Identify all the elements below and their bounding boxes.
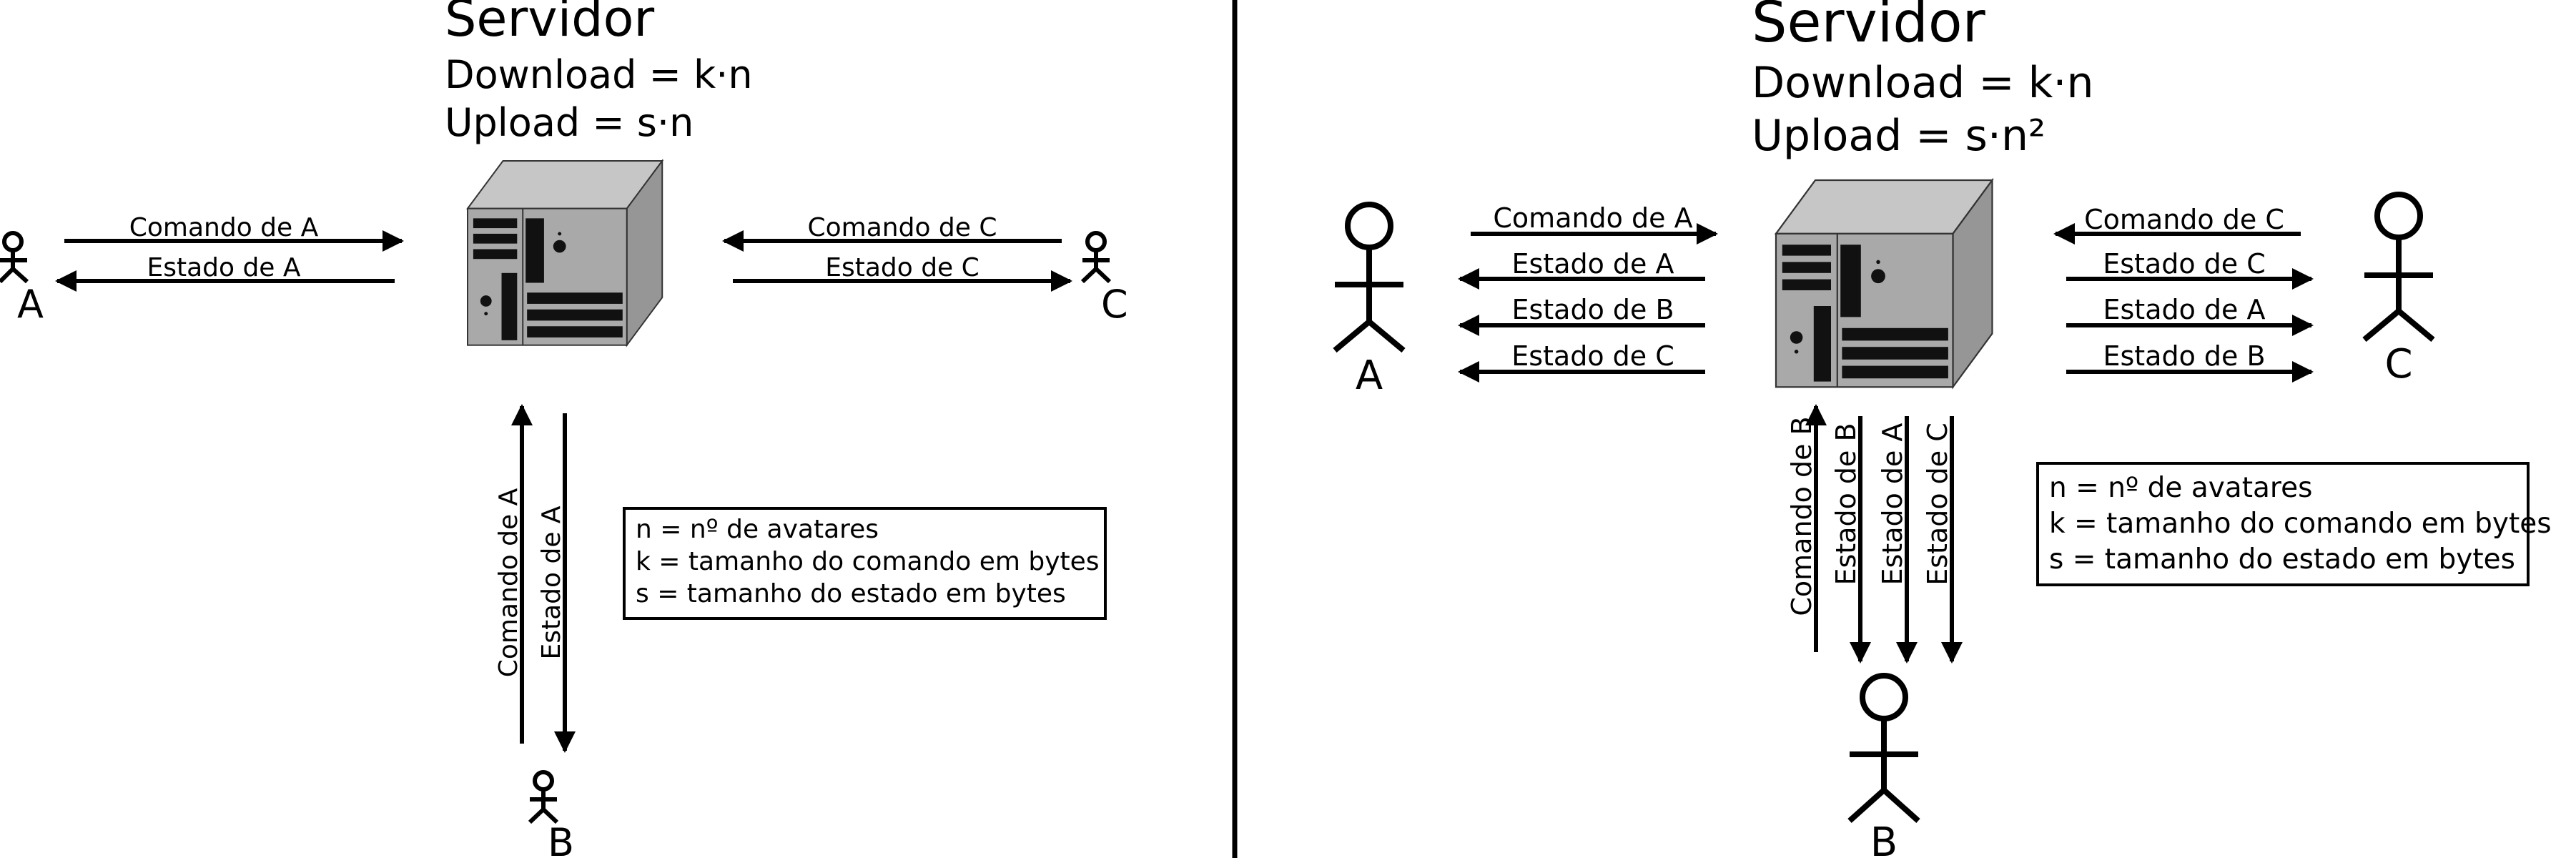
label-right-c-2: Estado de A [2103,294,2265,325]
label-left-state-a-vertical: Estado de A [537,506,566,659]
left-upload-formula: Upload = s·n [445,100,694,145]
right-download-formula: Download = k·n [1752,58,2094,108]
left-legend-n: n = nº de avatares [636,515,879,544]
left-legend: n = nº de avatares k = tamanho do comand… [623,507,1107,620]
label-right-b-1: Estado de B [1830,423,1862,585]
left-server-title: Servidor [445,0,654,48]
right-avatar-a-label: A [1356,352,1383,399]
left-download-formula: Download = k·n [445,52,753,97]
right-panel: Servidor Download = k·n Upload = s·n² A … [1333,0,2552,858]
label-left-cmd-c: Comando de C [807,213,997,242]
left-panel: Servidor Download = k·n Upload = s·n A C [0,0,1128,858]
label-right-a-3: Estado de C [1511,340,1674,372]
left-avatar-a-label: A [17,282,44,327]
right-avatar-c-label: C [2384,341,2412,388]
left-avatar-c-label: C [1101,282,1128,327]
right-legend-k: k = tamanho do comando em bytes [2049,508,2552,540]
label-right-a-0: Comando de A [1493,202,1692,234]
left-avatar-b-label: B [548,820,574,858]
left-avatar-b [528,770,559,824]
label-right-b-3: Estado de C [1922,423,1953,586]
right-legend: n = nº de avatares k = tamanho do comand… [2036,462,2552,586]
label-right-c-0: Comando de C [2084,204,2284,235]
right-server-title: Servidor [1752,0,1986,55]
left-legend-k: k = tamanho do comando em bytes [636,547,1100,576]
right-avatar-b [1847,673,1920,823]
left-legend-s: s = tamanho do estado em bytes [636,579,1066,608]
right-server-icon [1775,179,1993,388]
right-legend-n: n = nº de avatares [2049,472,2312,504]
right-legend-s: s = tamanho do estado em bytes [2049,543,2515,576]
label-right-a-1: Estado de A [1511,248,1674,280]
label-left-state-a: Estado de A [147,253,300,282]
label-left-state-c: Estado de C [825,253,979,282]
right-avatar-a [1333,202,1406,353]
right-avatar-c [2362,192,2435,342]
label-left-cmd-a-vertical: Comando de A [494,488,523,677]
left-avatar-c [1080,231,1112,284]
label-left-cmd-a: Comando de A [129,213,319,242]
label-right-b-0: Comando de B [1786,416,1817,616]
label-right-a-2: Estado de B [1511,294,1674,325]
label-right-b-2: Estado de A [1877,423,1908,585]
label-right-c-1: Estado de C [2103,248,2266,280]
right-upload-formula: Upload = s·n² [1752,111,2045,161]
left-server-icon [467,160,663,346]
label-right-c-3: Estado de B [2103,340,2265,372]
left-avatar-a [0,231,29,284]
right-avatar-b-label: B [1870,819,1898,858]
